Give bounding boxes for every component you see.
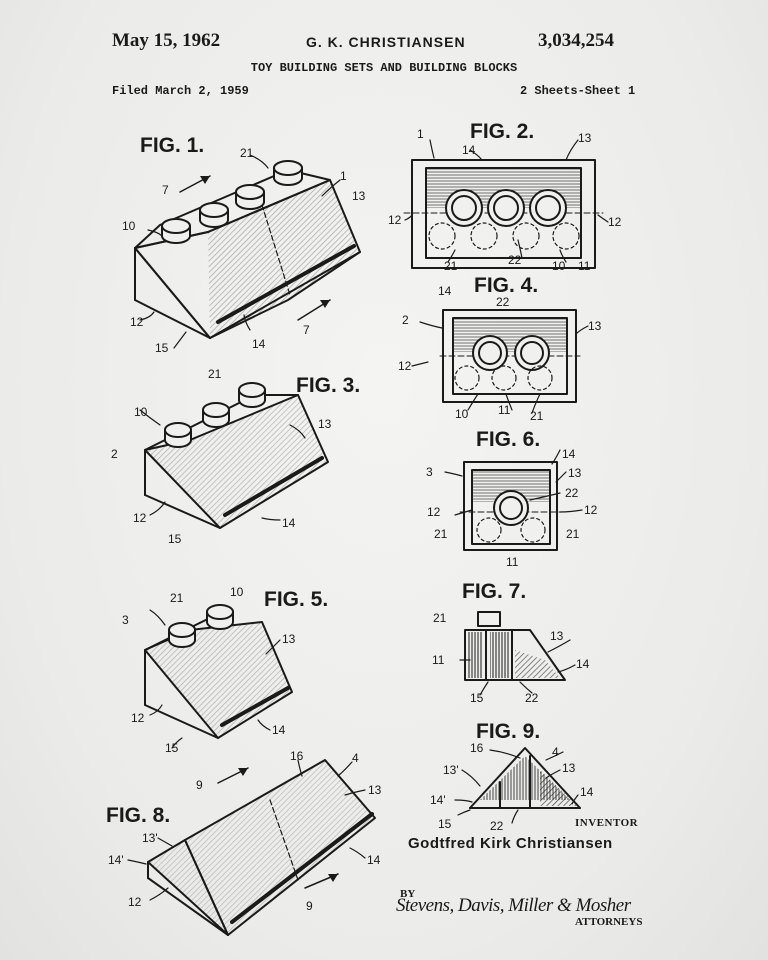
fig1-label: FIG. 1.	[140, 134, 204, 157]
fig3-label: FIG. 3.	[296, 374, 360, 397]
ref-numeral: 12	[128, 895, 142, 909]
fig4-label: FIG. 4.	[474, 274, 538, 297]
ref-numeral: 7	[162, 183, 169, 197]
fig5-drawing	[145, 605, 292, 738]
ref-numeral: 14	[252, 337, 266, 351]
fig2-drawing	[404, 160, 603, 268]
ref-numeral: 13	[352, 189, 366, 203]
ref-numeral: 14	[282, 516, 296, 530]
ref-numeral: 11	[506, 555, 519, 569]
fig6-label: FIG. 6.	[476, 428, 540, 451]
ref-numeral: 13	[568, 466, 582, 480]
ref-numeral: 10	[455, 407, 469, 421]
ref-numeral: 21	[240, 146, 254, 160]
ref-numeral: 21	[566, 527, 580, 541]
ref-numeral: 14	[272, 723, 286, 737]
ref-numeral: 15	[155, 341, 169, 355]
ref-numeral: 13	[318, 417, 332, 431]
ref-numeral: 12	[398, 359, 412, 373]
ref-numeral: 13	[282, 632, 296, 646]
ref-numeral: 22	[525, 691, 539, 705]
ref-numeral: 14'	[108, 853, 124, 867]
ref-numeral: 22	[508, 253, 522, 267]
fig1-drawing	[135, 161, 360, 338]
ref-numeral: 21	[530, 409, 544, 423]
fig9-label: FIG. 9.	[476, 720, 540, 743]
ref-numeral: 15	[168, 532, 182, 546]
ref-numeral: 10	[230, 585, 244, 599]
ref-numeral: 2	[111, 447, 118, 461]
ref-numeral: 11	[432, 653, 445, 667]
fig6-drawing	[460, 462, 562, 550]
ref-numeral: 10	[134, 405, 148, 419]
ref-numeral: 21	[433, 611, 447, 625]
ref-numeral: 11	[578, 259, 591, 273]
ref-numeral: 14	[462, 143, 476, 157]
ref-numeral: 4	[552, 745, 559, 759]
ref-numeral: 4	[352, 751, 359, 765]
fig8-drawing	[148, 760, 375, 935]
ref-numeral: 10	[122, 219, 136, 233]
ref-numeral: 9	[306, 899, 313, 913]
ref-numeral: 21	[170, 591, 184, 605]
fig8-label: FIG. 8.	[106, 804, 170, 827]
ref-numeral: 1	[417, 127, 424, 141]
inventor-name: Godtfred Kirk Christiansen	[408, 835, 613, 852]
ref-numeral: 13	[588, 319, 602, 333]
ref-numeral: 12	[133, 511, 147, 525]
ref-numeral: 21	[208, 367, 222, 381]
ref-numeral: 14	[576, 657, 590, 671]
ref-numeral: 13	[368, 783, 382, 797]
ref-numeral: 10	[552, 259, 566, 273]
ref-numeral: 14	[367, 853, 381, 867]
ref-numeral: 14	[562, 447, 576, 461]
ref-numeral: 13	[578, 131, 592, 145]
fig5-label: FIG. 5.	[264, 588, 328, 611]
ref-numeral: 16	[470, 741, 484, 755]
ref-numeral: 15	[165, 741, 179, 755]
attorney-signature: Stevens, Davis, Miller & Mosher	[396, 895, 631, 917]
fig3-drawing	[145, 383, 328, 528]
ref-numeral: 14	[438, 284, 452, 298]
ref-numeral: 15	[470, 691, 484, 705]
ref-numeral: 12	[584, 503, 598, 517]
ref-numeral: 3	[426, 465, 433, 479]
fig9-drawing	[470, 748, 580, 808]
ref-numeral: 13	[562, 761, 576, 775]
ref-numeral: 11	[498, 403, 511, 417]
fig2-label: FIG. 2.	[470, 120, 534, 143]
ref-numeral: 3	[122, 613, 129, 627]
ref-numeral: 14'	[430, 793, 446, 807]
ref-numeral: 12	[427, 505, 441, 519]
ref-numeral: 2	[402, 313, 409, 327]
inventor-label: INVENTOR	[575, 817, 638, 829]
ref-numeral: 22	[565, 486, 579, 500]
ref-numeral: 1	[340, 169, 347, 183]
ref-numeral: 15	[438, 817, 452, 831]
fig7-drawing	[465, 612, 565, 680]
fig4-drawing	[440, 310, 580, 402]
ref-numeral: 13	[550, 629, 564, 643]
ref-numeral: 13'	[142, 831, 158, 845]
ref-numeral: 12	[130, 315, 144, 329]
fig7-label: FIG. 7.	[462, 580, 526, 603]
ref-numeral: 22	[490, 819, 504, 833]
ref-numeral: 12	[388, 213, 402, 227]
ref-numeral: 9	[196, 778, 203, 792]
ref-numeral: 22	[496, 295, 510, 309]
ref-numeral: 14	[580, 785, 594, 799]
ref-numeral: 21	[444, 259, 458, 273]
ref-numeral: 12	[608, 215, 622, 229]
ref-numeral: 7	[303, 323, 310, 337]
ref-numeral: 12	[131, 711, 145, 725]
ref-numeral: 16	[290, 749, 304, 763]
attorneys-label: ATTORNEYS	[575, 916, 642, 928]
ref-numeral: 13'	[443, 763, 459, 777]
ref-numeral: 21	[434, 527, 448, 541]
